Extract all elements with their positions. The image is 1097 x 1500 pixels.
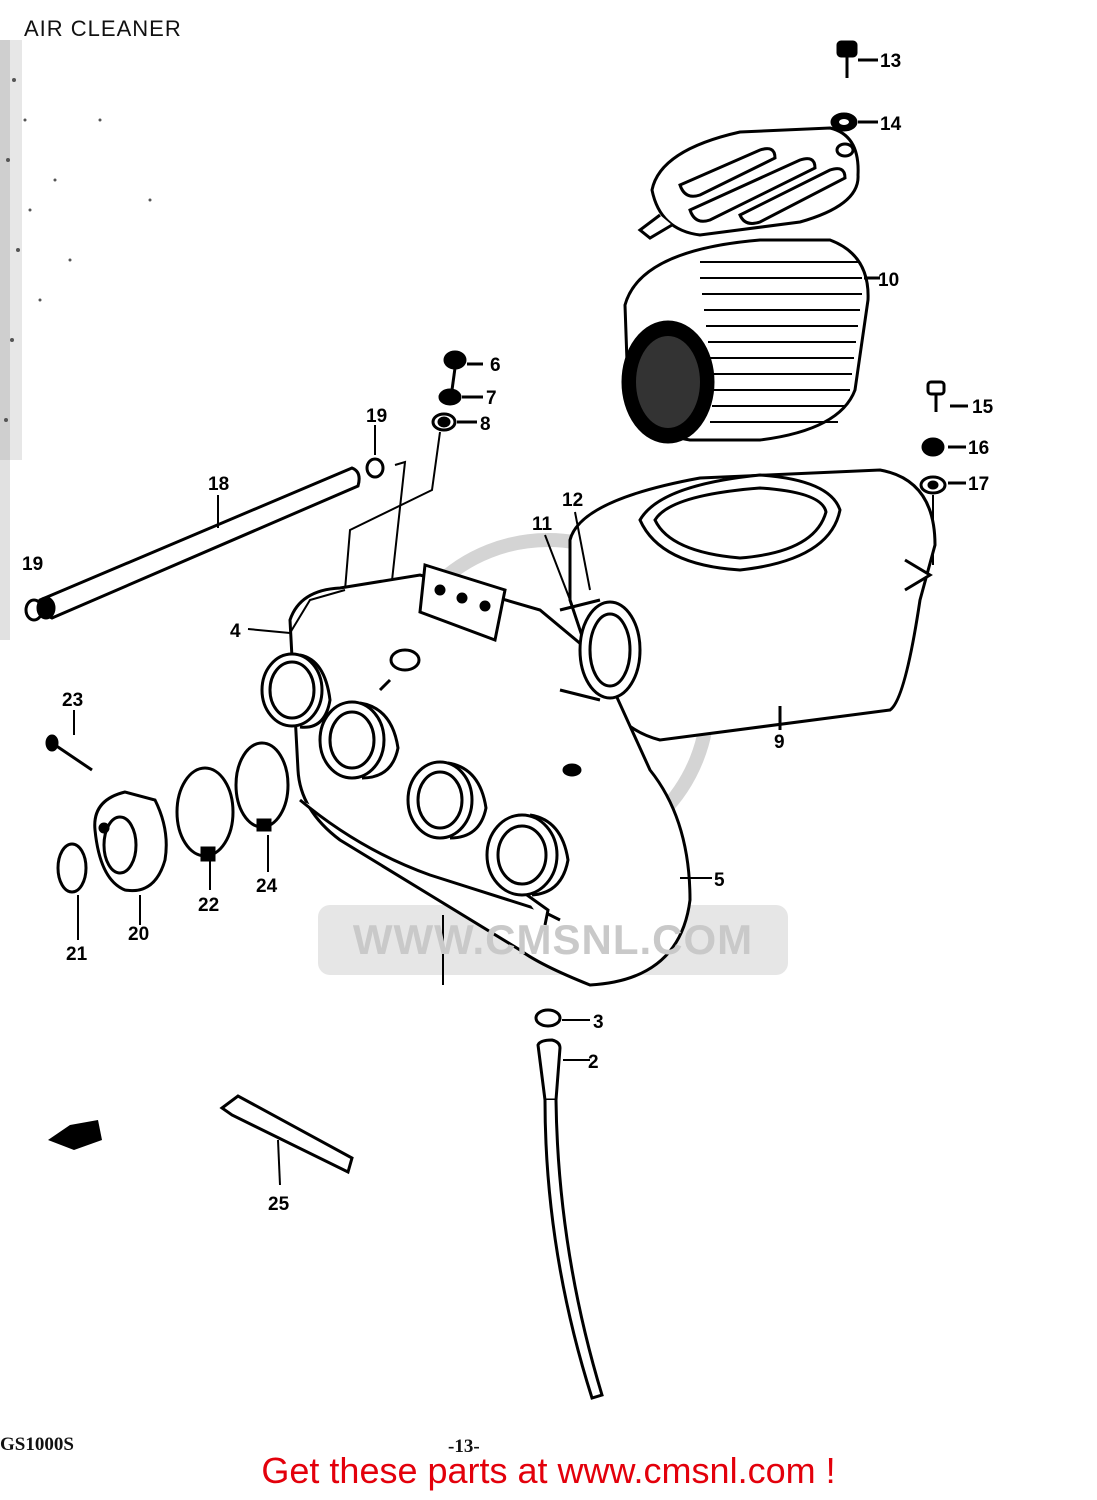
footer-link[interactable]: Get these parts at www.cmsnl.com ! (261, 1450, 836, 1491)
front-arrow-icon (48, 1120, 102, 1150)
part-22-clamp[interactable] (175, 766, 235, 890)
part-2-drain-hose[interactable] (536, 1038, 604, 1400)
callout-7: 7 (486, 388, 497, 409)
part-14-grommet[interactable] (830, 112, 878, 132)
intake-boot-3[interactable] (406, 760, 488, 840)
intake-boot-4[interactable] (485, 813, 570, 897)
part-9-case-upper[interactable] (568, 468, 937, 742)
intake-boot-1[interactable] (260, 652, 332, 729)
callout-10: 10 (878, 270, 899, 291)
callout-20: 20 (128, 924, 149, 945)
callout-11: 11 (532, 514, 553, 535)
callout-18: 18 (208, 474, 229, 495)
part-19-clip-lower[interactable] (24, 598, 44, 622)
part-3-clamp[interactable] (534, 1008, 590, 1028)
part-8-grommet[interactable] (431, 412, 477, 432)
part-15-bolt[interactable] (926, 380, 968, 412)
leader-line (344, 431, 441, 591)
page-number: -13- (448, 1436, 480, 1457)
callout-6: 6 (490, 355, 501, 376)
connector-boot[interactable] (559, 598, 642, 702)
callout-15: 15 (972, 397, 994, 418)
part-21-o-ring[interactable] (56, 842, 88, 940)
callout-8: 8 (480, 414, 491, 435)
part-11-leader (544, 534, 573, 606)
callout-25: 25 (268, 1194, 290, 1215)
callout-2: 2 (588, 1052, 599, 1073)
part-12-leader (574, 511, 591, 591)
callout-19a: 19 (366, 406, 387, 427)
callout-23: 23 (62, 690, 83, 711)
part-4-leader (247, 628, 291, 634)
callout-19b: 19 (22, 554, 43, 575)
callout-13: 13 (880, 51, 901, 72)
callout-9: 9 (774, 732, 785, 753)
part-6-screw[interactable] (443, 350, 483, 391)
callout-24: 24 (256, 876, 278, 897)
model-code: GS1000S (0, 1434, 74, 1455)
part-13-bolt[interactable] (836, 40, 878, 78)
callout-4: 4 (230, 621, 241, 642)
part-20-cap[interactable] (93, 790, 168, 925)
part-16-grommet[interactable] (921, 437, 966, 457)
diagram-title: AIR CLEANER (24, 16, 182, 41)
callout-17: 17 (968, 474, 989, 495)
part-19-clip-upper[interactable] (365, 425, 385, 479)
callout-16: 16 (968, 438, 989, 459)
part-24-clamp[interactable] (234, 741, 290, 872)
part-4-hose[interactable] (289, 589, 346, 634)
part-23-bolt[interactable] (45, 710, 93, 772)
intake-boot-2[interactable] (318, 700, 400, 780)
nipple[interactable] (378, 648, 421, 692)
part-25-bracket[interactable] (219, 1094, 354, 1186)
callout-22: 22 (198, 895, 219, 916)
callout-labels: 2 3 4 5 6 7 8 9 10 11 12 13 14 15 16 17 … (22, 51, 994, 1215)
callout-3: 3 (593, 1012, 604, 1033)
scan-noise (0, 40, 152, 640)
part-17-washer[interactable] (919, 475, 966, 495)
callout-5: 5 (714, 870, 725, 891)
part-7-washer[interactable] (438, 388, 483, 406)
part-10-filter-element[interactable] (621, 238, 880, 444)
callout-12: 12 (562, 490, 583, 511)
callout-14: 14 (880, 114, 902, 135)
callout-21: 21 (66, 944, 88, 965)
air-cleaner-cover[interactable] (637, 126, 860, 240)
